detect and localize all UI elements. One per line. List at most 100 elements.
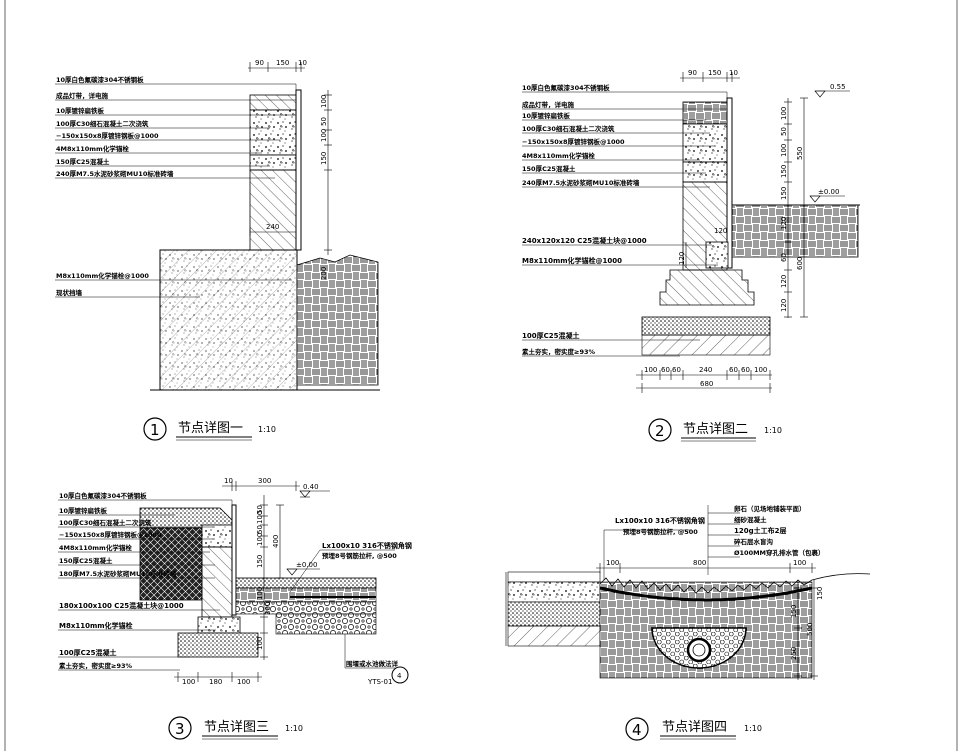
detail-1-dim: 100 xyxy=(320,129,328,142)
detail-2-label: 4M8x110mm化学锚栓 xyxy=(522,151,595,160)
detail-4-dim: 800 xyxy=(693,559,706,567)
detail-1-dim: 10 xyxy=(298,59,307,67)
detail-2-label: 10厚白色氟碳漆304不锈钢板 xyxy=(522,83,610,92)
detail-2-dim: 120 xyxy=(780,217,788,230)
detail-2-dim: 150 xyxy=(780,187,788,200)
detail-3-label: 围堰或水池做法详 xyxy=(346,659,399,668)
detail-4-label: 预埋8号钢筋拉杆, @500 xyxy=(623,527,698,536)
detail-3-dim: 400 xyxy=(272,535,280,548)
detail-4-dim: 150 xyxy=(816,587,824,600)
detail-1: 10厚白色氟碳漆304不锈钢板 成品灯带，详电施 10厚镀锌扁铁板 100厚C3… xyxy=(55,59,380,441)
detail-3-label: 100厚C25混凝土 xyxy=(59,648,117,657)
detail-1-label: 10厚镀锌扁铁板 xyxy=(56,106,105,115)
detail-3-dim: 100 xyxy=(256,637,264,650)
detail-2-level: ±0.00 xyxy=(818,188,839,196)
detail-2-label: M8x110mm化学锚栓@1000 xyxy=(522,256,622,265)
detail-2-dim: 120 xyxy=(780,275,788,288)
detail-1-scale: 1:10 xyxy=(258,425,276,434)
detail-3-label: 4M8x110mm化学锚栓 xyxy=(59,543,132,552)
detail-2-label: 10厚镀锌扁铁板 xyxy=(522,111,571,120)
detail-3-title: 节点详图三 xyxy=(204,720,269,735)
detail-4-dim: 100 xyxy=(606,559,619,567)
detail-1-dim: 200 xyxy=(320,267,328,280)
detail-2-dim: 120 xyxy=(678,252,686,265)
detail-3-dim: 50 xyxy=(256,525,264,534)
detail-3-label: Lx100x10 316不锈钢角钢 xyxy=(322,541,412,550)
detail-3-dim: 100 xyxy=(237,678,250,686)
detail-2-dim: 100 xyxy=(754,366,767,374)
detail-2-dim: 150 xyxy=(780,165,788,178)
detail-2-dim: 150 xyxy=(708,69,721,77)
detail-1-label: M8x110mm化学锚栓@1000 xyxy=(56,271,149,280)
detail-1-label: 4M8x110mm化学锚栓 xyxy=(56,144,129,153)
detail-4-scale: 1:10 xyxy=(744,724,762,733)
detail-2-dim: 680 xyxy=(700,380,713,388)
detail-3-level: 0.40 xyxy=(303,483,319,491)
detail-2-title: 节点详图二 xyxy=(683,422,748,437)
detail-3-label: 素土夯实，密实度≥93% xyxy=(59,661,132,670)
detail-1-label: 10厚白色氟碳漆304不锈钢板 xyxy=(56,75,144,84)
detail-3-label: 100厚C30细石混凝土二次浇筑 xyxy=(59,518,152,527)
detail-2: 10厚白色氟碳漆304不锈钢板 成品灯带，详电施 10厚镀锌扁铁板 100厚C3… xyxy=(522,69,860,442)
detail-1-dim: 150 xyxy=(320,152,328,165)
detail-1-dim: 100 xyxy=(320,95,328,108)
detail-3-scale: 1:10 xyxy=(285,724,303,733)
detail-2-dim: 120 xyxy=(780,299,788,312)
detail-2-dim: 60 xyxy=(661,366,670,374)
detail-4-label: 细砂混凝土 xyxy=(734,515,767,524)
detail-2-dim: 60 xyxy=(780,253,788,262)
detail-1-title: 节点详图一 xyxy=(178,421,243,436)
detail-2-dim: 60 xyxy=(672,366,681,374)
detail-3-label: 10厚白色氟碳漆304不锈钢板 xyxy=(59,491,147,500)
detail-2-dim: 550 xyxy=(796,147,804,160)
detail-2-dim: 120 xyxy=(714,227,727,235)
detail-3-label: 150厚C25混凝土 xyxy=(59,556,113,565)
detail-1-dim: 240 xyxy=(266,223,279,231)
detail-2-scale: 1:10 xyxy=(764,426,782,435)
detail-2-dim: 600 xyxy=(796,257,804,270)
detail-3-label: 180x100x100 C25混凝土块@1000 xyxy=(59,601,184,610)
detail-2-dim: 90 xyxy=(688,69,697,77)
detail-3-dim: 50 xyxy=(256,505,264,514)
detail-4-label: Ø100MM穿孔排水管（包裹） xyxy=(734,548,825,557)
detail-3-dim: 100 xyxy=(256,587,264,600)
detail-2-dim: 50 xyxy=(780,127,788,136)
detail-3-dim: 100 xyxy=(256,511,264,524)
detail-1-dim: 50 xyxy=(320,117,328,126)
detail-2-label: −150x150x8厚镀锌钢板@1000 xyxy=(522,137,625,146)
detail-1-label: 240厚M7.5水泥砂浆砌MU10标准砖墙 xyxy=(56,169,174,178)
detail-2-label: 240x120x120 C25混凝土块@1000 xyxy=(522,236,647,245)
detail-2-label: 150厚C25混凝土 xyxy=(522,164,576,173)
detail-3-label: M8x110mm化学锚栓 xyxy=(59,621,133,630)
detail-2-label: 100厚C25混凝土 xyxy=(522,331,580,340)
detail-3: 10厚白色氟碳漆304不锈钢板 10厚镀锌扁铁板 100厚C30细石混凝土二次浇… xyxy=(58,477,412,740)
detail-4-dim: 250 xyxy=(790,647,798,660)
detail-3-dim: 10 xyxy=(224,477,233,485)
detail-3-ref-tag: YTS-01 xyxy=(367,678,392,686)
detail-4-label: Lx100x10 316不锈钢角钢 xyxy=(615,516,705,525)
detail-3-dim: 150 xyxy=(256,555,264,568)
detail-4-label: 碎石层水盲沟 xyxy=(734,537,774,546)
detail-1-number: 1 xyxy=(150,421,160,439)
detail-1-label: −150x150x8厚镀锌钢板@1000 xyxy=(56,131,159,140)
detail-3-dim: 100 xyxy=(182,678,195,686)
detail-2-label: 100厚C30细石混凝土二次浇筑 xyxy=(522,124,615,133)
detail-4-dim: 150 xyxy=(790,605,798,618)
detail-2-label: 素土夯实，密实度≥93% xyxy=(522,347,595,356)
detail-3-level: ±0.00 xyxy=(296,561,317,569)
detail-3-number: 3 xyxy=(175,720,185,738)
detail-3-label: 180厚M7.5水泥砂浆砌MU10标准砖墙 xyxy=(59,569,177,578)
detail-3-ref-number: 4 xyxy=(397,672,402,680)
detail-2-dim: 100 xyxy=(644,366,657,374)
detail-4-dim: 500 xyxy=(806,623,814,636)
detail-1-label: 成品灯带，详电施 xyxy=(56,91,109,100)
detail-3-dim: 300 xyxy=(258,477,271,485)
detail-1-dim: 90 xyxy=(255,59,264,67)
detail-4-dim: 100 xyxy=(793,559,806,567)
detail-3-label: 10厚镀锌扁铁板 xyxy=(59,506,108,515)
detail-4: Lx100x10 316不锈钢角钢 预埋8号钢筋拉杆, @500 卵石（见场地铺… xyxy=(505,504,871,741)
detail-2-dim: 100 xyxy=(780,107,788,120)
detail-2-level: 0.55 xyxy=(830,83,846,91)
detail-2-label: 成品灯带，详电施 xyxy=(522,100,575,109)
